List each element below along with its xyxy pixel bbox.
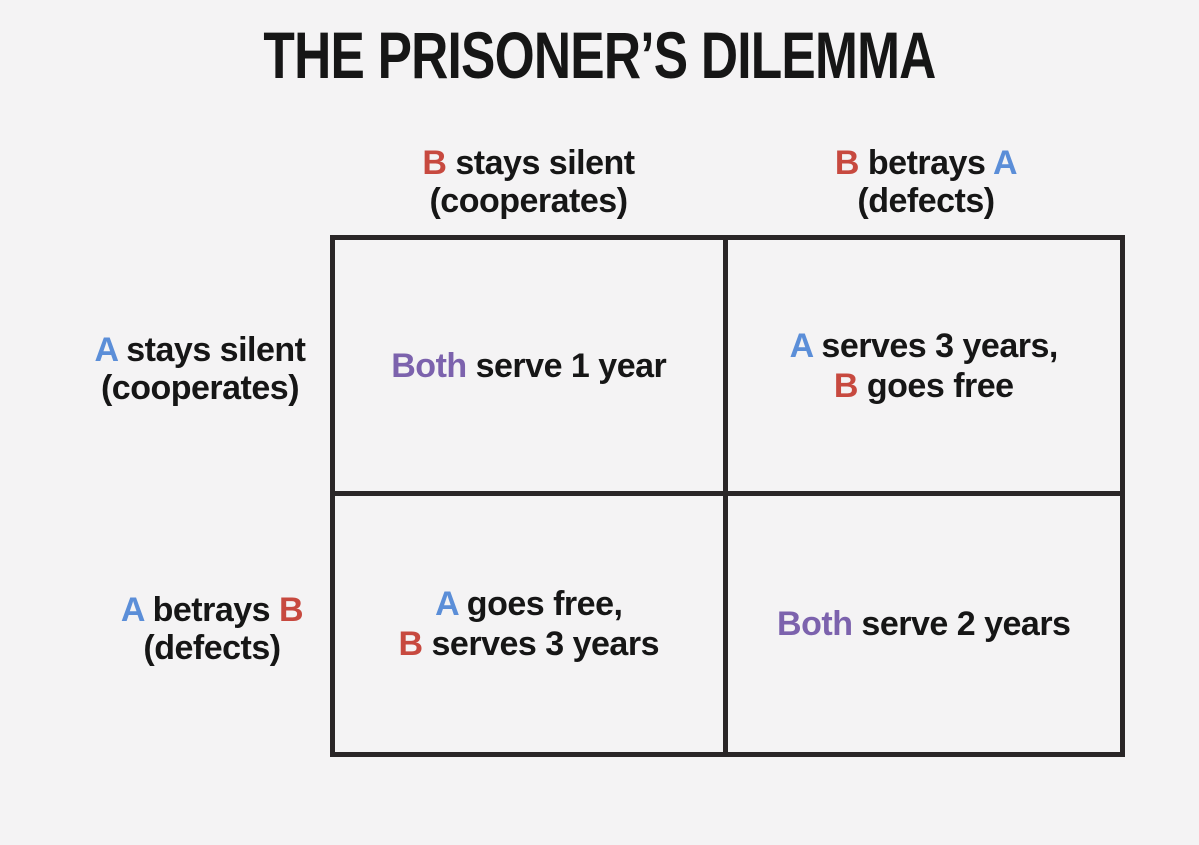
both-label: Both: [777, 605, 853, 643]
prisoner-a-label: A: [993, 144, 1018, 182]
prisoner-b-label: B: [833, 366, 859, 405]
col-header-b-defects: B betrays A (defects): [727, 144, 1125, 220]
row-header-line: A betrays B: [120, 591, 304, 629]
cell-text: goes free: [857, 366, 1014, 405]
cell-text: goes free,: [457, 585, 623, 623]
cell-text: serve 1 year: [466, 346, 667, 385]
cell-text-line: Both serve 2 years: [777, 604, 1071, 644]
cell-text: serves 3 years: [422, 625, 660, 663]
col-header-subtext: (cooperates): [429, 182, 628, 220]
col-header-text: stays silent: [446, 144, 635, 182]
prisoner-b-label: B: [834, 144, 860, 182]
cell-text: serve 2 years: [852, 605, 1071, 643]
row-header-text: stays silent: [117, 331, 306, 369]
row-header-a-cooperates: A stays silent (cooperates): [95, 331, 306, 407]
both-label: Both: [391, 346, 467, 385]
col-header-b-cooperates: B stays silent (cooperates): [330, 144, 727, 220]
cell-a-defects-b-cooperates: A goes free, B serves 3 years: [335, 496, 728, 752]
prisoner-a-label: A: [94, 331, 118, 369]
col-header-text: betrays: [858, 144, 994, 182]
col-header-subtext: (defects): [857, 182, 995, 220]
cell-text-line: Both serve 1 year: [391, 346, 666, 386]
row-header-line: A stays silent: [95, 331, 306, 369]
cell-text-line: A goes free,: [399, 584, 659, 624]
page-title: THE PRISONER’S DILEMMA: [263, 18, 936, 92]
prisoner-b-label: B: [398, 625, 424, 663]
cell-text: serves 3 years,: [812, 326, 1058, 365]
cell-both-cooperate: Both serve 1 year: [335, 240, 728, 496]
cell-a-cooperates-b-defects: A serves 3 years, B goes free: [727, 240, 1120, 496]
prisoner-b-label: B: [422, 144, 447, 182]
cell-text-line: A serves 3 years,: [789, 326, 1059, 366]
prisoner-a-label: A: [120, 591, 144, 629]
prisoner-b-label: B: [279, 591, 304, 629]
col-header-line: B betrays A: [727, 144, 1125, 182]
prisoner-a-label: A: [789, 326, 813, 365]
col-header-line: B stays silent: [330, 144, 727, 182]
cell-text-line: B goes free: [790, 366, 1058, 406]
row-header-subtext: (cooperates): [100, 369, 300, 407]
cell-both-defect: Both serve 2 years: [728, 496, 1121, 752]
row-header-subtext: (defects): [143, 629, 281, 667]
row-header-text: betrays: [143, 591, 280, 629]
payoff-matrix: Both serve 1 year A serves 3 years, B go…: [330, 235, 1125, 757]
cell-text-line: B serves 3 years: [398, 624, 660, 664]
prisoner-a-label: A: [435, 585, 458, 623]
row-header-a-defects: A betrays B (defects): [120, 591, 304, 667]
